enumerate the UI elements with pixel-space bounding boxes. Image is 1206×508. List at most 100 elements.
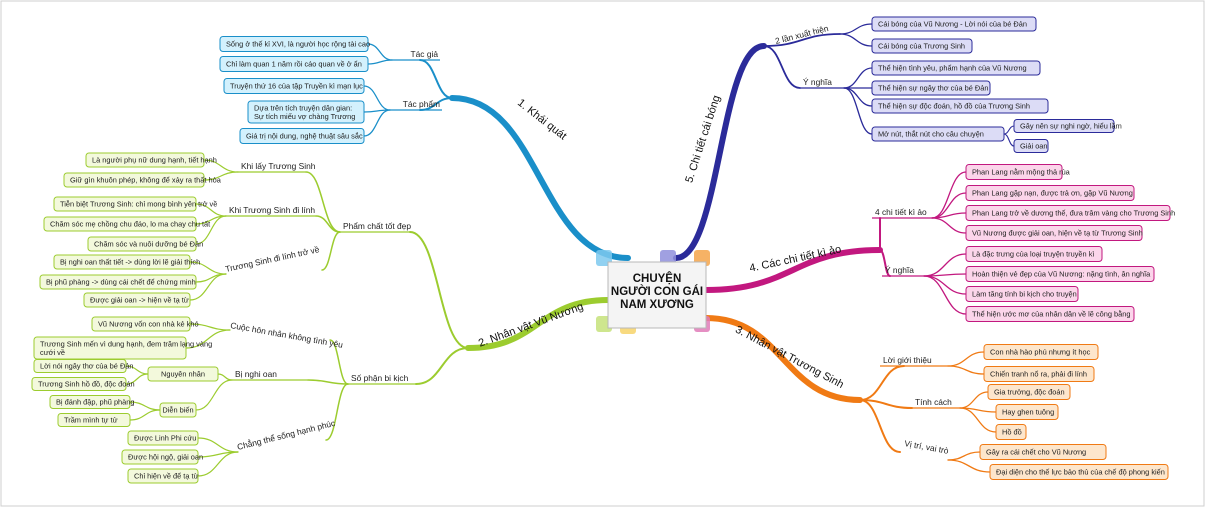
khi-di-item-1-box[interactable] — [43, 216, 197, 232]
tac-pham-label: Tác phẩm — [403, 99, 440, 109]
y-nghia-4-item-2-box[interactable] — [965, 286, 1079, 302]
chang-the-item-2-box[interactable] — [127, 468, 199, 484]
y-nghia-5-connector — [763, 45, 801, 89]
khi-lay-connector — [305, 171, 341, 233]
y-nghia-5-sub-0: Gây nên sự nghi ngờ, hiểu lầm — [1020, 122, 1122, 131]
chang-the-item-0: Được Linh Phi cứu — [134, 434, 196, 443]
y-nghia-4-item-1-box[interactable] — [965, 266, 1155, 282]
y-nghia-4-item-1: Hoàn thiện vẻ đẹp của Vũ Nương: nặng tìn… — [972, 270, 1151, 279]
tinh-cach-item-0: Gia trưởng, độc đoán — [994, 388, 1065, 397]
y-nghia-5-item-2-box[interactable] — [871, 98, 1049, 114]
nguyen-nhan-box[interactable] — [147, 366, 219, 382]
dien-bien-item-0-box[interactable] — [49, 395, 131, 409]
bon-chi-tiet-item-3-box[interactable] — [965, 225, 1143, 241]
tac-pham-item-1-box[interactable] — [247, 100, 365, 124]
branch-1-label: 1. Khái quát — [515, 97, 569, 143]
y-nghia-4-item-0-box[interactable] — [965, 246, 1103, 262]
tac-pham-item-0-box[interactable] — [223, 78, 365, 94]
tac-gia-item-1-connector — [367, 59, 393, 65]
tro-ve-item-0-connector — [189, 261, 227, 275]
branch-1-connector — [449, 95, 631, 261]
tac-gia-item-0-connector — [367, 43, 393, 61]
center-title-line-2: NAM XƯƠNG — [620, 299, 694, 311]
tinh-cach-connector — [859, 399, 913, 409]
loi-gioi-thieu-item-0-connector — [947, 351, 985, 367]
branch-4-connector — [703, 247, 883, 293]
dien-bien-item-0-connector — [129, 401, 161, 411]
nguyen-nhan-item-1-box[interactable] — [31, 377, 127, 391]
y-nghia-4-item-2-connector — [923, 275, 967, 295]
loi-gioi-thieu-item-0-box[interactable] — [983, 344, 1099, 360]
tinh-cach-item-2: Hồ đồ — [1002, 428, 1022, 437]
tac-gia-item-1: Chỉ làm quan 1 năm rồi cáo quan về ở ẩn — [226, 60, 362, 69]
cuoc-hon-nhan-item-0-box[interactable] — [91, 316, 191, 332]
y-nghia-5-sub-1-box[interactable] — [1013, 139, 1049, 153]
dien-bien-item-1-box[interactable] — [57, 413, 131, 427]
chang-the-item-2-connector — [197, 451, 239, 477]
y-nghia-5-item-0-box[interactable] — [871, 60, 1041, 76]
loi-gioi-thieu-item-0: Con nhà hào phú nhưng ít học — [990, 348, 1091, 357]
khi-di-item-2-box[interactable] — [87, 236, 197, 252]
y-nghia-4-item-3-connector — [923, 275, 967, 315]
bon-chi-tiet-item-0-connector — [931, 171, 967, 219]
tac-pham-item-3-box[interactable] — [239, 128, 365, 144]
tac-pham-item-1-line2: Sự tích miếu vợ chàng Trương — [254, 112, 355, 121]
tinh-cach-item-1-box[interactable] — [995, 404, 1059, 420]
chang-the-item-0-box[interactable] — [127, 430, 199, 446]
y-nghia-5-item-0-connector — [843, 67, 873, 89]
dien-bien-connector — [195, 379, 233, 411]
loi-gioi-thieu-item-1-box[interactable] — [983, 366, 1095, 382]
y-nghia-5-item-3-box[interactable] — [871, 126, 1005, 142]
y-nghia-5-sub-1: Giải oan — [1020, 142, 1048, 151]
tro-ve-item-2-box[interactable] — [83, 292, 191, 308]
khi-di-item-2: Chăm sóc và nuôi dưỡng bé Đản — [94, 240, 203, 249]
hai-lan-item-0-box[interactable] — [871, 16, 1037, 32]
tinh-cach-item-0-connector — [959, 391, 989, 409]
nguyen-nhan-item-0-box[interactable] — [33, 359, 127, 373]
hai-lan-item-1: Cái bóng của Trương Sinh — [878, 42, 965, 51]
tinh-cach-item-0-box[interactable] — [987, 384, 1071, 400]
tac-gia-item-0: Sống ở thế kỉ XVI, là người học rộng tài… — [226, 40, 370, 49]
branch-2-label: 2. Nhân vật Vũ Nương — [477, 301, 585, 350]
vi-tri-item-0: Gây ra cái chết cho Vũ Nương — [986, 448, 1086, 457]
y-nghia-4-item-3-box[interactable] — [965, 306, 1135, 322]
y-nghia-5-item-1-box[interactable] — [871, 80, 991, 96]
center-node[interactable] — [607, 261, 707, 329]
tac-gia-item-0-box[interactable] — [219, 36, 369, 52]
khi-di-item-2-connector — [195, 215, 227, 245]
tro-ve-item-2: Được giải oan -> hiện về tạ từ — [90, 296, 189, 305]
tro-ve-item-0-box[interactable] — [53, 254, 191, 270]
tinh-cach-item-2-box[interactable] — [995, 424, 1027, 440]
cuoc-hon-nhan-item-1-line2: cưới về — [40, 348, 65, 357]
hai-lan-item-1-box[interactable] — [871, 38, 973, 54]
bon-chi-tiet-item-3: Vũ Nương được giải oan, hiện về tạ từ Tr… — [972, 229, 1143, 238]
tro-ve-connector — [321, 231, 341, 271]
bon-chi-tiet-item-2-box[interactable] — [965, 205, 1171, 221]
chang-the-item-1-box[interactable] — [121, 449, 199, 465]
bon-chi-tiet-item-1-box[interactable] — [965, 185, 1135, 201]
hai-lan-connector — [763, 33, 841, 47]
tac-gia-label: Tác giả — [411, 49, 439, 59]
vi-tri-item-1-box[interactable] — [989, 464, 1169, 480]
hai-lan-label: 2 lần xuất hiện — [774, 23, 830, 46]
tac-gia-item-1-box[interactable] — [219, 56, 369, 72]
bon-chi-tiet-item-0-box[interactable] — [965, 164, 1063, 180]
dien-bien-box[interactable] — [159, 402, 197, 418]
cuoc-hon-nhan-item-0: Vũ Nương vốn con nhà kẻ khó — [98, 320, 199, 329]
chang-the-item-2: Chỉ hiện về để tạ từ — [134, 472, 199, 481]
y-nghia-5-sub-0-box[interactable] — [1013, 119, 1115, 133]
branch-3-connector — [703, 315, 863, 403]
tinh-cach-label: Tính cách — [915, 397, 952, 407]
khi-lay-item-0-box[interactable] — [85, 152, 205, 168]
khi-di-item-0-box[interactable] — [53, 196, 197, 212]
khi-lay-item-1-box[interactable] — [63, 172, 205, 188]
chang-the-item-0-connector — [197, 437, 239, 453]
tro-ve-item-1-box[interactable] — [39, 274, 197, 290]
y-nghia-5-item-0: Thể hiện tình yêu, phẩm hạnh của Vũ Nươn… — [878, 64, 1027, 73]
tinh-cach-item-1: Hay ghen tuông — [1002, 408, 1054, 417]
pham-chat-label: Phẩm chất tốt đẹp — [343, 221, 411, 231]
hai-lan-item-0: Cái bóng của Vũ Nương - Lời nói của bé Đ… — [878, 20, 1027, 29]
vi-tri-item-0-box[interactable] — [979, 444, 1107, 460]
khi-di-item-0: Tiễn biệt Trương Sinh: chỉ mong bình yên… — [60, 200, 217, 209]
